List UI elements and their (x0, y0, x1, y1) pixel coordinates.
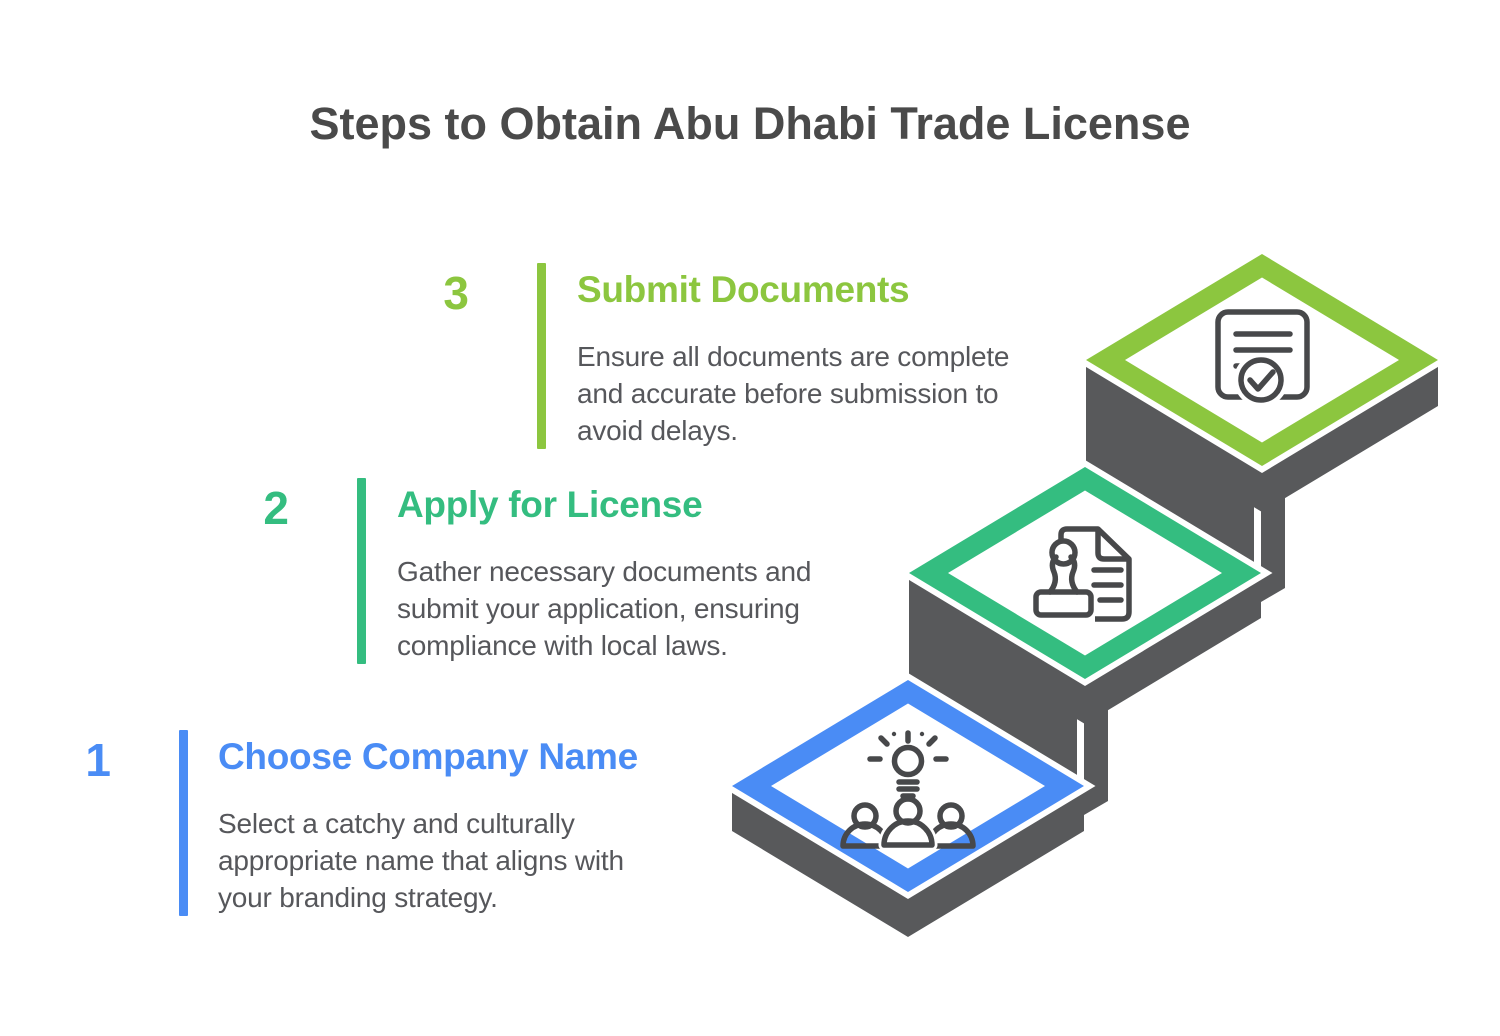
team-people (840, 796, 976, 851)
step1-inner-face (771, 703, 1045, 869)
step1-heading: Choose Company Name (218, 736, 638, 777)
lightbulb-rays (867, 730, 949, 762)
idea-team-icon (840, 730, 976, 851)
check-circle (1238, 357, 1284, 403)
step2-description: Gather necessary documents and submit yo… (397, 556, 812, 661)
step2-accent-bar (357, 478, 366, 664)
step1-number: 1 (85, 734, 111, 786)
step3-right-face (1261, 435, 1285, 602)
person-left-head (851, 802, 879, 830)
page-title: Steps to Obtain Abu Dhabi Trade License (309, 98, 1191, 149)
document-check-icon (1215, 309, 1310, 407)
platform-3d-sides (732, 360, 1438, 937)
step2-text-block: Apply for License Gather necessary docum… (397, 483, 957, 664)
step2-number: 2 (263, 482, 289, 534)
lightbulb (891, 744, 925, 778)
step3-riser-face (1086, 360, 1254, 568)
step3-number: 3 (443, 267, 469, 319)
step2-heading: Apply for License (397, 484, 703, 525)
step1-accent-bar (179, 730, 188, 916)
step3-accent-bar (537, 263, 546, 449)
step3-description: Ensure all documents are complete and ac… (577, 341, 1010, 446)
stamp-base (1033, 589, 1094, 618)
person-right-head (937, 802, 965, 830)
folded-corner (1095, 528, 1129, 562)
check-mark (1247, 369, 1276, 392)
stamp-document-icon (1032, 526, 1132, 622)
step1-slab-side (732, 786, 1084, 937)
step1-text-block: Choose Company Name Select a catchy and … (218, 735, 778, 916)
person-center-body (881, 818, 935, 848)
step3-heading: Submit Documents (577, 269, 910, 310)
step2-platform (897, 460, 1273, 686)
step1-platform (720, 673, 1096, 899)
step3-text-block: Submit Documents Ensure all documents ar… (577, 268, 1137, 449)
step1-description: Select a catchy and culturally appropria… (218, 808, 624, 913)
step2-inner-face (948, 490, 1222, 656)
step2-right-face (1084, 648, 1108, 815)
step3-platform (1074, 247, 1450, 473)
step2-riser-face (909, 573, 1077, 781)
check-circle-halo (1234, 353, 1288, 407)
stamp-knob (1049, 538, 1078, 567)
stamp-halo (1032, 543, 1095, 622)
